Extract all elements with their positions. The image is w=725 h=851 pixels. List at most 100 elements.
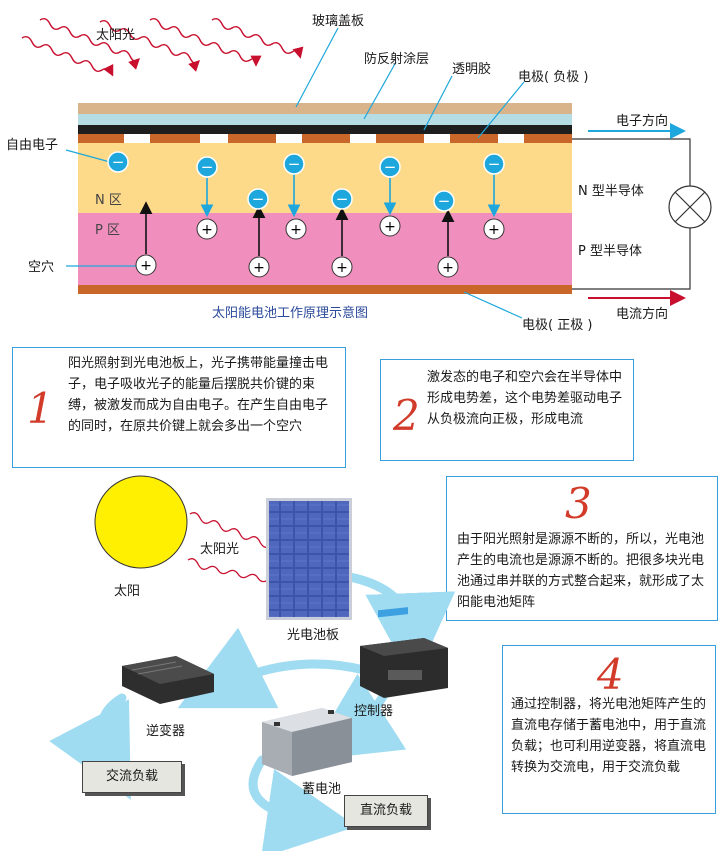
svg-text:−: − [201, 158, 214, 176]
sunlight-ray [21, 35, 114, 77]
controller-icon [360, 607, 448, 698]
battery-icon [262, 708, 352, 776]
hole: + [331, 256, 353, 278]
svg-text:−: − [488, 155, 501, 173]
svg-text:+: + [290, 222, 302, 238]
sunlight-label: 太阳光 [96, 28, 136, 43]
step-1-number: 1 [27, 384, 54, 433]
controller-label: 控制器 [354, 704, 394, 719]
svg-text:+: + [336, 260, 348, 276]
n-region-label: N 区 [95, 193, 122, 208]
solar-panel-icon [266, 498, 352, 620]
free-electron-leader [65, 149, 111, 163]
ac-load-box: 交流负载 [82, 761, 182, 793]
hole: + [248, 256, 270, 278]
solar-cell-diagram: − − − − − − − − + + + + + + + + [21, 17, 712, 319]
svg-text:−: − [438, 192, 451, 210]
electron: − [107, 151, 129, 173]
step-4-box: 4 通过控制器，将光电池矩阵产生的直流电存储于蓄电池中，用于直流负载；也可利用逆… [502, 645, 716, 814]
glue-label: 透明胶 [452, 62, 492, 77]
antireflect-layer [78, 114, 572, 125]
hole: + [379, 215, 401, 237]
glass-cover-layer [78, 103, 572, 114]
electron: − [331, 188, 353, 210]
svg-text:−: − [112, 153, 125, 171]
current-direction-label: 电流方向 [616, 307, 669, 322]
n-semiconductor-label: N 型半导体 [578, 184, 644, 199]
step-3-box: 3 由于阳光照射是源源不断的，所以，光电池产生的电流也是源源不断的。把很多块光电… [446, 476, 718, 621]
antireflect-leader [363, 61, 397, 120]
svg-text:+: + [442, 260, 454, 276]
electron-direction-label: 电子方向 [616, 114, 669, 129]
diagram-caption: 太阳能电池工作原理示意图 [212, 306, 369, 321]
p-semiconductor-label: P 型半导体 [578, 244, 642, 259]
step-2-box: 2 激发态的电子和空穴会在半导体中形成电势差，这个电势差驱动电子从负极流向正极，… [380, 359, 634, 461]
panel-to-controller-flow [333, 570, 456, 683]
n-region [78, 143, 572, 213]
inverter-icon [122, 656, 214, 704]
sunlight-rays [21, 17, 304, 77]
step-4-text: 通过控制器，将光电池矩阵产生的直流电存储于蓄电池中，用于直流负载；也可利用逆变器… [511, 697, 707, 775]
step-3-number: 3 [565, 479, 592, 528]
battery-to-dc-load-flow [248, 755, 357, 851]
panel-label: 光电池板 [287, 628, 340, 643]
svg-text:+: + [488, 222, 500, 238]
svg-text:+: + [201, 222, 213, 238]
electron: − [283, 153, 305, 175]
step-4-number: 4 [597, 650, 624, 699]
step-3-text: 由于阳光照射是源源不断的，所以，光电池产生的电流也是源源不断的。把很多块光电池通… [457, 532, 705, 610]
svg-text:−: − [252, 190, 265, 208]
positive-electrode-leader [463, 291, 523, 319]
electrode-leader [477, 81, 525, 139]
holes: + + + + + + + + [135, 215, 505, 278]
step-1-text: 阳光照射到光电池板上，光子携带能量撞击电子，电子吸收光子的能量后摆脱共价键的束缚… [68, 356, 329, 434]
electron: − [247, 188, 269, 210]
svg-text:−: − [384, 158, 397, 176]
negative-electrode-label: 电极( 负极 ) [518, 70, 589, 85]
sunlight-ray [211, 17, 304, 59]
sunlight-ray [39, 17, 140, 70]
hole: + [285, 218, 307, 240]
sun-label: 太阳 [114, 584, 141, 599]
positive-electrode [78, 285, 572, 294]
hole-label: 空穴 [28, 260, 55, 275]
electron: − [483, 153, 505, 175]
glue-leader [423, 75, 453, 131]
glue-layer [78, 125, 572, 134]
antireflect-label: 防反射涂层 [364, 52, 430, 67]
glass-leader [295, 27, 339, 108]
negative-electrode [78, 134, 572, 143]
sunlight-ray [99, 19, 200, 72]
hole: + [135, 254, 157, 276]
sunlight-ray [149, 17, 262, 67]
svg-text:−: − [336, 190, 349, 208]
inverter-to-ac-load-flow [49, 693, 131, 800]
svg-text:−: − [288, 155, 301, 173]
svg-text:+: + [384, 219, 396, 235]
glass-cover-label: 玻璃盖板 [312, 14, 365, 29]
hole: + [483, 218, 505, 240]
inverter-label: 逆变器 [146, 724, 186, 739]
free-electron-label: 自由电子 [6, 138, 59, 153]
step-1-box: 1 阳光照射到光电池板上，光子携带能量撞击电子，电子吸收光子的能量后摆脱共价键的… [12, 347, 346, 468]
electron: − [196, 156, 218, 178]
solar-system-diagram [49, 475, 456, 851]
sun-icon [94, 475, 188, 569]
electron: − [379, 156, 401, 178]
dc-load-box: 直流负载 [344, 795, 428, 827]
step-2-number: 2 [393, 391, 420, 440]
electrons: − − − − − − − − [107, 151, 505, 212]
positive-electrode-label: 电极( 正极 ) [522, 318, 593, 333]
system-sunlight-label: 太阳光 [200, 542, 240, 557]
p-region-label: P 区 [95, 223, 120, 238]
system-sunlight-ray [189, 512, 282, 553]
external-circuit [572, 138, 712, 290]
controller-to-inverter-flow [177, 627, 369, 709]
hole: + [437, 256, 459, 278]
svg-text:+: + [253, 260, 265, 276]
svg-text:+: + [140, 258, 152, 274]
electron: − [433, 190, 455, 212]
battery-label: 蓄电池 [302, 782, 342, 797]
hole: + [196, 218, 218, 240]
step-2-text: 激发态的电子和空穴会在半导体中形成电势差，这个电势差驱动电子从负极流向正极，形成… [427, 370, 623, 427]
